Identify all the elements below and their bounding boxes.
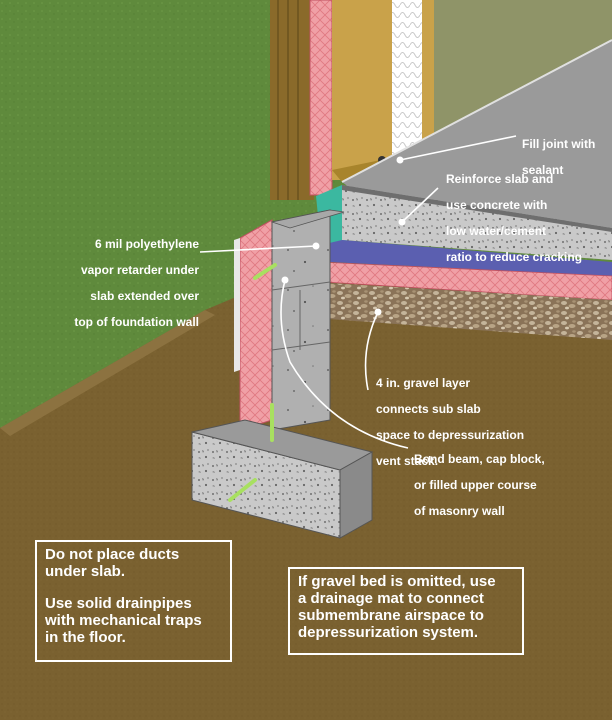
note-line: depressurization system. [298, 624, 479, 641]
gravel-bed [312, 282, 612, 340]
callout-line: 4 in. gravel layer [376, 376, 471, 390]
callout-line: ratio to reduce cracking [446, 250, 583, 264]
leader-lines [199, 135, 517, 449]
siding-lines [277, 0, 299, 200]
note-drainpipes: Use solid drainpipes with mechanical tra… [45, 595, 222, 646]
slab-cut-top [342, 185, 612, 232]
callout-line: vapor retarder under [80, 263, 199, 277]
bond-beam-callout: Bond beam, cap block, or filled upper co… [414, 440, 545, 530]
vapor-retarder-callout: 6 mil polyethylene vapor retarder under … [44, 225, 199, 341]
callout-line: or filled upper course [414, 478, 537, 492]
callout-line: top of foundation wall [74, 315, 199, 329]
concrete-footing-side [339, 451, 373, 539]
masonry-block-joints [271, 281, 331, 351]
callout-line: vent stack. [376, 454, 439, 468]
note-line: submembrane airspace to [298, 607, 484, 624]
reinforce-slab-callout: Reinforce slab and use concrete with low… [446, 160, 582, 276]
drainage-mat-note: If gravel bed is omitted, use a drainage… [288, 567, 524, 655]
callout-line: low water/cement [446, 224, 547, 238]
slab-edge-joint [341, 39, 612, 183]
note-line: a drainage mat to connect [298, 590, 484, 607]
note-line: Do not place ducts [45, 546, 180, 563]
callout-line: space to depressurization [376, 428, 525, 442]
note-line: Use solid drainpipes [45, 595, 192, 612]
ducts-drainpipes-note: Do not place ducts under slab. Use solid… [35, 540, 232, 662]
callout-line: 6 mil polyethylene [94, 237, 199, 251]
fill-joint-callout: Fill joint with sealant [522, 125, 595, 189]
note-line: under slab. [45, 563, 126, 580]
callout-line: of masonry wall [414, 504, 505, 518]
callout-line: connects sub slab [376, 402, 481, 416]
rebar [228, 263, 277, 502]
foundation-insulation [239, 219, 273, 431]
protective-board [234, 238, 240, 372]
callout-line: slab extended over [90, 289, 199, 303]
callout-line: sealant [522, 163, 564, 177]
gravel-layer-callout: 4 in. gravel layer connects sub slab spa… [376, 364, 524, 480]
concrete-slab-section [342, 185, 612, 260]
vapor-retarder-layer [300, 240, 612, 276]
bond-beam-cap [270, 209, 345, 229]
note-line: in the floor. [45, 629, 126, 646]
note-line: If gravel bed is omitted, use [298, 573, 496, 590]
callout-line: use concrete with [446, 198, 548, 212]
note-line: with mechanical traps [45, 612, 202, 629]
slab-surface [342, 40, 612, 230]
wall-stud [422, 0, 434, 150]
wood-siding [270, 0, 314, 200]
note-drainage-mat: If gravel bed is omitted, use a drainage… [298, 573, 514, 641]
wall-stud-cavity [392, 0, 422, 160]
wall-insulation [309, 0, 333, 196]
callout-line: Fill joint with [522, 137, 596, 151]
note-ducts: Do not place ducts under slab. [45, 546, 222, 580]
wall-sheathing [332, 0, 392, 180]
callout-line: Bond beam, cap block, [414, 452, 545, 466]
callout-line: Reinforce slab and [446, 172, 554, 186]
leader-dots [281, 156, 406, 316]
soil-top-edge [0, 310, 215, 436]
